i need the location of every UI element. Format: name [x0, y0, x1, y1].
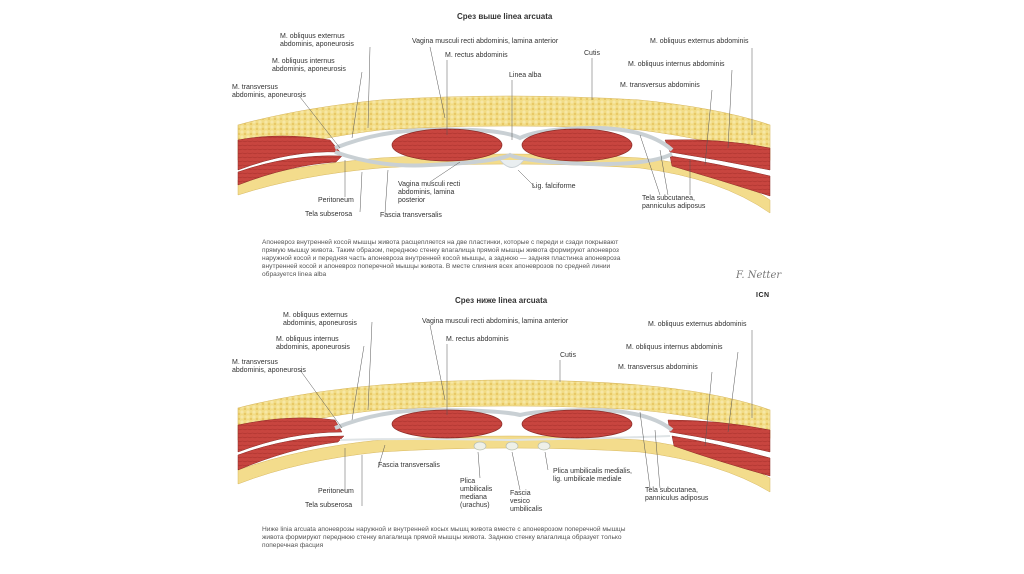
bottom-label-ext: M. obliquus externus abdominis: [648, 321, 747, 328]
bottom-label-plica-medialis: Plica umbilicalis medialis,lig. umbilica…: [553, 468, 632, 483]
bottom-section-title: Срез ниже linea arcuata: [455, 296, 548, 305]
bottom-label-vagina-anterior: Vagina musculi recti abdominis, lamina a…: [422, 318, 569, 325]
bottom-label-peritoneum: Peritoneum: [318, 488, 354, 495]
bottom-label-tela-subcutanea: Tela subcutanea,panniculus adiposus: [645, 487, 709, 502]
top-label-fascia-trans: Fascia transversalis: [380, 212, 442, 219]
top-label-vagina-anterior: Vagina musculi recti abdominis, lamina a…: [412, 38, 559, 45]
top-rectus-right: [521, 128, 633, 162]
artist-signature: F. Netter: [736, 270, 782, 281]
publisher-logo: ICN: [756, 292, 770, 299]
top-cross-section: [237, 46, 771, 214]
top-label-int: M. obliquus internus abdominis: [628, 61, 725, 68]
bottom-label-cutis: Cutis: [560, 352, 576, 359]
bottom-label-trans: M. transversus abdominis: [618, 364, 698, 371]
top-caption: Апоневроз внутренней косой мышцы живота …: [262, 239, 621, 278]
bottom-label-rectus: M. rectus abdominis: [446, 336, 509, 343]
bottom-cross-section: [237, 321, 771, 506]
top-label-tela-subserosa: Tela subserosa: [305, 211, 353, 218]
top-tela-subserosa: [237, 153, 771, 214]
top-section-title: Срез выше linea arcuata: [457, 12, 553, 21]
bottom-label-int: M. obliquus internus abdominis: [626, 344, 723, 351]
bottom-label-fascia-trans: Fascia transversalis: [378, 462, 440, 469]
top-label-tela-subcutanea: Tela subcutanea,panniculus adiposus: [642, 195, 706, 210]
top-label-trans: M. transversus abdominis: [620, 82, 700, 89]
bottom-caption: Ниже linia arcuata апоневрозы наружной и…: [262, 526, 626, 549]
bottom-left-muscles: [237, 417, 343, 453]
top-label-peritoneum: Peritoneum: [318, 197, 354, 204]
bottom-label-tela-subserosa: Tela subserosa: [305, 502, 353, 509]
top-right-muscles: [664, 139, 771, 171]
top-label-cutis: Cutis: [584, 50, 600, 57]
bottom-right-muscles: [667, 419, 771, 453]
top-label-linea-alba: Linea alba: [509, 72, 542, 79]
top-label-rectus: M. rectus abdominis: [445, 52, 508, 59]
top-label-lig-falciforme: Lig. falciforme: [532, 183, 576, 190]
bottom-rectus-right: [521, 409, 633, 439]
top-label-ext: M. obliquus externus abdominis: [650, 38, 749, 45]
